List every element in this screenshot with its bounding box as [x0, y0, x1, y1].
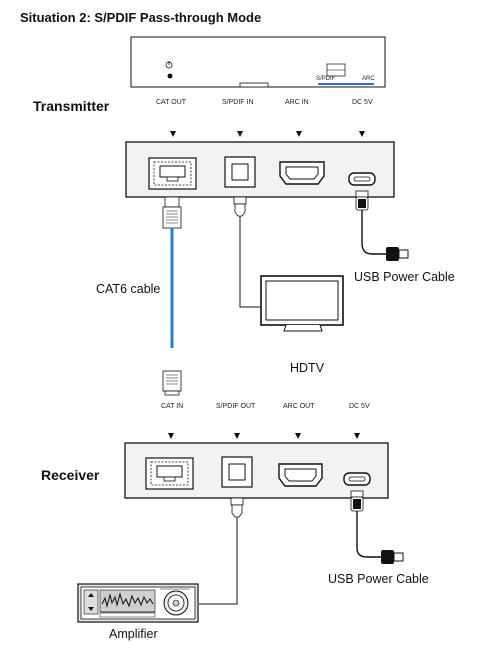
optical-cable-to-amplifier — [199, 517, 238, 605]
tx-port-label-dc-5v: DC 5V — [352, 99, 373, 106]
amplifier-icon — [77, 583, 199, 623]
hdmi-port — [278, 463, 323, 487]
optical-port — [221, 456, 253, 488]
hdtv-label: HDTV — [290, 361, 325, 375]
usb-cable-transmitter — [355, 190, 409, 261]
receiver-port-arrows — [168, 433, 360, 439]
transmitter-label: Transmitter — [33, 98, 110, 114]
micro-usb-port — [343, 472, 371, 486]
optical-port — [224, 156, 256, 188]
hdtv-icon — [260, 275, 344, 332]
optical-plug-bottom — [230, 497, 244, 518]
switch-label-arc: ARC — [362, 76, 375, 82]
micro-usb-port — [348, 172, 376, 186]
transmitter-front-panel — [130, 36, 386, 88]
receiver-back-panel — [124, 442, 389, 499]
rx-port-label-dc-5v: DC 5V — [349, 403, 370, 410]
rj45-port — [145, 457, 194, 490]
transmitter-port-arrows — [170, 131, 365, 137]
diagram-title: Situation 2: S/PDIF Pass-through Mode — [20, 10, 262, 25]
tx-port-label-spdif-in: S/PDIF IN — [222, 99, 254, 106]
optical-plug-top — [233, 196, 247, 217]
transmitter-back-panel — [125, 141, 395, 198]
rx-port-label-cat-in: CAT IN — [161, 403, 184, 410]
rj45-port — [148, 157, 197, 190]
rx-port-label-spdif-out: S/PDIF OUT — [216, 403, 256, 410]
mode-switch — [318, 63, 374, 85]
switch-label-spdif: S/PDIF — [316, 76, 336, 82]
hdmi-port — [279, 161, 325, 185]
amplifier-label: Amplifier — [109, 627, 158, 641]
optical-cable-to-hdtv — [239, 216, 262, 308]
tx-port-label-cat-out: CAT OUT — [156, 99, 187, 106]
power-icon — [165, 61, 173, 79]
receiver-label: Receiver — [41, 467, 100, 483]
cat6-plug-top — [162, 196, 182, 229]
tx-port-label-arc-in: ARC IN — [285, 99, 309, 106]
usb-power-cable-label-tx: USB Power Cable — [354, 270, 455, 284]
cat6-cable-label: CAT6 cable — [96, 282, 161, 296]
usb-power-cable-label-rx: USB Power Cable — [328, 572, 429, 586]
rx-port-label-arc-out: ARC OUT — [283, 403, 315, 410]
usb-cable-receiver — [350, 490, 404, 564]
cat6-plug-bottom — [162, 370, 182, 396]
